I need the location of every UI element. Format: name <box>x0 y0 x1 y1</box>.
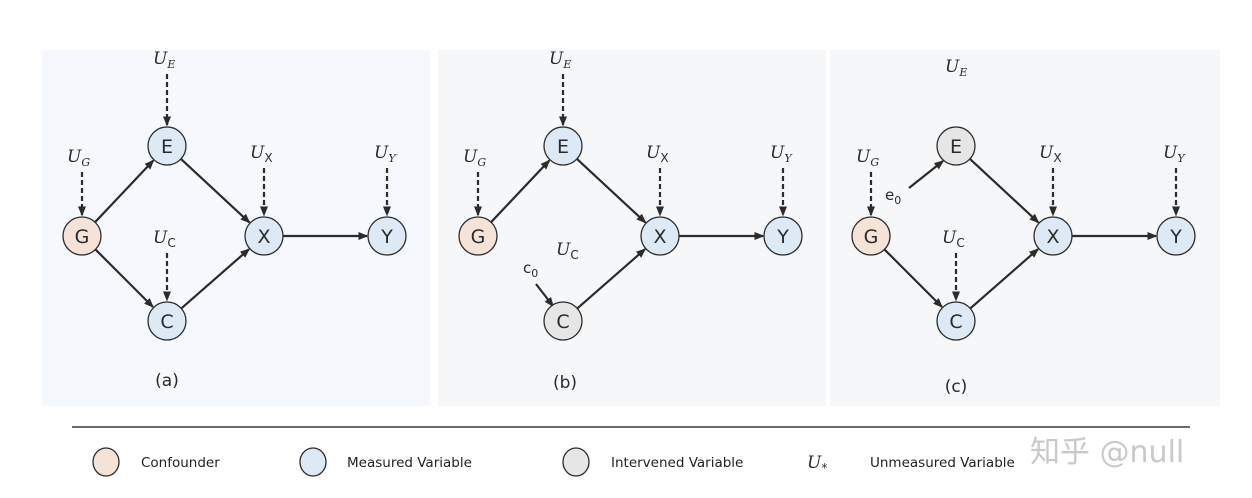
panel-a: UE UG UC UX UY G E C X Y (a) <box>42 49 430 406</box>
legend-label: Intervened Variable <box>611 455 743 471</box>
noise-label-u-e: UE <box>153 49 175 71</box>
panel-caption: (a) <box>155 371 179 391</box>
node-label: G <box>864 226 879 248</box>
edge-g-to-c <box>94 248 154 308</box>
watermark: 知乎 @null <box>1030 435 1184 470</box>
panel-background <box>830 50 1220 406</box>
intervention-value-c: c0 <box>523 259 538 280</box>
panel-caption: (b) <box>553 373 577 393</box>
edge-e-to-x <box>576 158 647 224</box>
node-label: X <box>1046 226 1059 248</box>
edge-c-to-x <box>576 248 647 310</box>
edge-c-to-x <box>180 248 251 310</box>
noise-label-u-c: UC <box>942 228 965 250</box>
measured-node-circle <box>936 301 976 341</box>
measured-swatch <box>299 447 327 477</box>
node-e: E <box>147 126 187 166</box>
node-label: E <box>950 136 962 158</box>
node-g: G <box>62 216 102 256</box>
measured-node-circle <box>147 301 187 341</box>
intervened-node-circle <box>936 126 976 166</box>
node-c: C <box>936 301 976 341</box>
noise-label-u-g: UG <box>856 147 879 169</box>
intervened-node-circle <box>543 301 583 341</box>
node-label: G <box>75 226 90 248</box>
legend-label: Confounder <box>141 455 220 471</box>
edge-e-to-x <box>180 158 251 224</box>
edge-g-to-e <box>490 159 551 223</box>
measured-node-circle <box>367 216 407 256</box>
node-y: Y <box>367 216 407 256</box>
noise-label-u-y: UY <box>770 143 793 165</box>
confounder-node-circle <box>62 216 102 256</box>
node-g: G <box>851 216 891 256</box>
noise-label-u-c: UC <box>556 240 579 262</box>
noise-label-u-x: UX <box>1039 143 1062 165</box>
node-label: Y <box>776 226 789 248</box>
node-x: X <box>244 216 284 256</box>
node-g: G <box>458 216 498 256</box>
measured-node-circle <box>1033 216 1073 256</box>
node-c: C <box>147 301 187 341</box>
noise-label-u-g: UG <box>67 147 90 169</box>
node-label: X <box>653 226 666 248</box>
intervention-value-e: e0 <box>885 186 901 207</box>
legend-item-intervened-variable: Intervened Variable <box>562 447 743 477</box>
measured-node-circle <box>244 216 284 256</box>
noise-label-u-x: UX <box>646 143 669 165</box>
noise-label-u-c: UC <box>153 228 176 250</box>
legend-label: Unmeasured Variable <box>870 455 1015 471</box>
edge-g-to-e <box>94 159 155 223</box>
noise-label-u-e: UE <box>549 49 571 71</box>
intervention-arrow-c <box>535 283 554 308</box>
node-label: C <box>949 311 962 333</box>
confounder-swatch <box>92 447 120 477</box>
panel-background <box>42 50 430 406</box>
intervened-swatch <box>562 447 590 477</box>
measured-node-circle <box>147 126 187 166</box>
node-y: Y <box>1156 216 1196 256</box>
node-label: E <box>557 136 569 158</box>
noise-label-u-y: UY <box>1163 143 1186 165</box>
node-e: E <box>543 126 583 166</box>
unmeasured-symbol: U* <box>807 453 827 475</box>
noise-label-u-y: UY <box>374 143 397 165</box>
node-label: X <box>257 226 270 248</box>
node-e: E <box>936 126 976 166</box>
node-label: G <box>471 226 486 248</box>
edge-c-to-x <box>969 248 1040 310</box>
node-x: X <box>640 216 680 256</box>
node-y: Y <box>763 216 803 256</box>
node-x: X <box>1033 216 1073 256</box>
node-label: E <box>161 136 173 158</box>
measured-node-circle <box>1156 216 1196 256</box>
noise-label-u-x: UX <box>250 143 273 165</box>
noise-label-u-g: UG <box>463 147 486 169</box>
confounder-node-circle <box>851 216 891 256</box>
legend-label: Measured Variable <box>347 455 472 471</box>
measured-node-circle <box>543 126 583 166</box>
intervention-arrow-e <box>908 160 945 189</box>
node-label: Y <box>380 226 393 248</box>
panel-c: UE UG UC UX UY e0G E C X Y (c) <box>830 50 1220 406</box>
node-label: Y <box>1169 226 1182 248</box>
node-label: C <box>556 311 569 333</box>
node-c: C <box>543 301 583 341</box>
legend-item-confounder: Confounder <box>92 447 220 477</box>
panel-background <box>438 50 826 406</box>
legend-item-unmeasured-variable: U* Unmeasured Variable <box>807 453 1015 475</box>
confounder-node-circle <box>458 216 498 256</box>
edge-e-to-x <box>969 158 1040 224</box>
node-label: C <box>160 311 173 333</box>
legend: Confounder Measured Variable Intervened Va… <box>92 447 1015 477</box>
measured-node-circle <box>640 216 680 256</box>
measured-node-circle <box>763 216 803 256</box>
panel-b: UE UG UC UX UY c0 G E C X Y (b) <box>438 49 826 406</box>
panel-caption: (c) <box>945 377 968 397</box>
edge-g-to-c <box>883 248 943 308</box>
legend-item-measured-variable: Measured Variable <box>299 447 472 477</box>
noise-label-u-e: UE <box>945 57 967 79</box>
